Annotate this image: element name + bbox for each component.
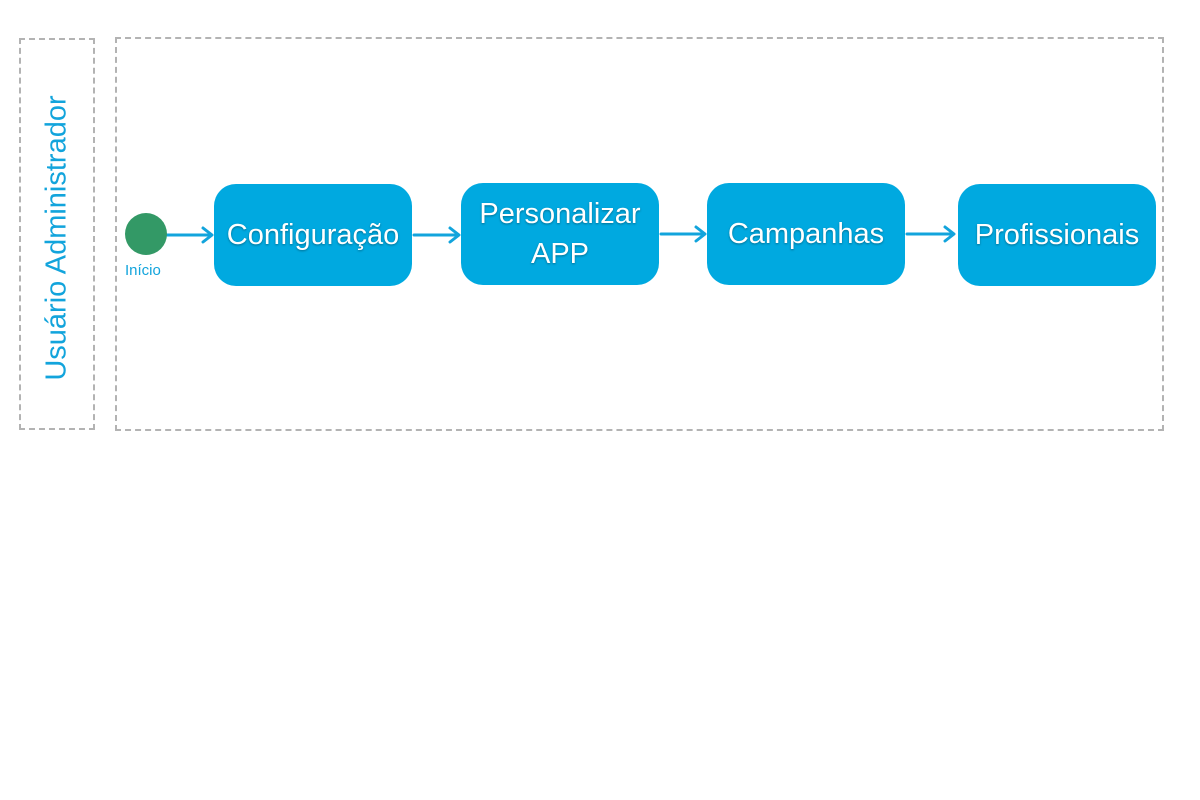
- swimlane-header: [19, 38, 95, 430]
- step-configuracao[interactable]: Configuração: [214, 184, 412, 286]
- start-node-label: Início: [125, 262, 161, 279]
- start-node[interactable]: [125, 213, 167, 255]
- swimlane-title: Usuário Administrador: [40, 95, 73, 381]
- step-personalizar-app[interactable]: Personalizar APP: [461, 183, 659, 285]
- step-campanhas[interactable]: Campanhas: [707, 183, 905, 285]
- step-profissionais[interactable]: Profissionais: [958, 184, 1156, 286]
- swimlane-body: [115, 37, 1164, 431]
